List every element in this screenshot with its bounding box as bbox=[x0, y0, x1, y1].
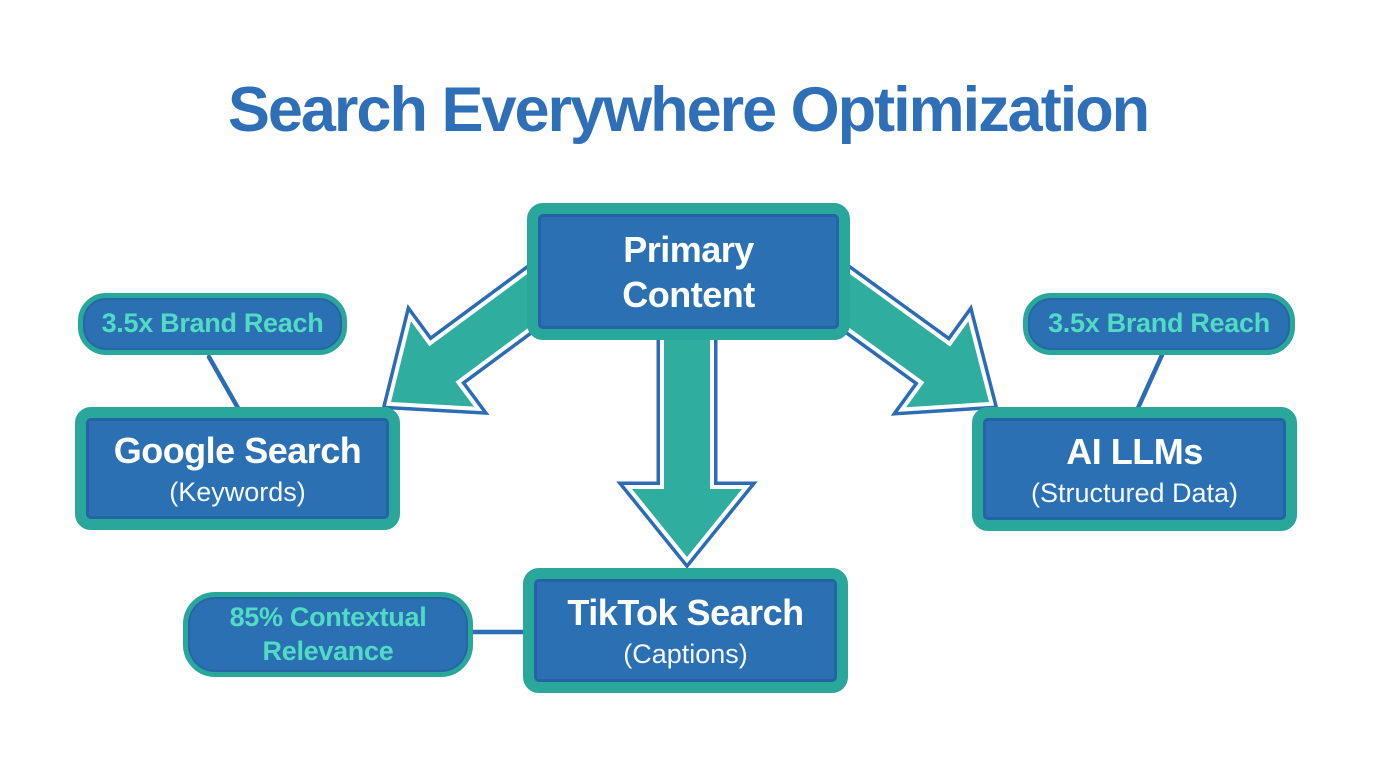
arrow-primary-to-google bbox=[391, 268, 562, 407]
node-google-search-sublabel: (Keywords) bbox=[169, 477, 306, 508]
node-primary-line2: Content bbox=[622, 273, 755, 315]
node-tiktok-search: TikTok Search (Captions) bbox=[523, 568, 848, 693]
arrow-primary-to-tiktok bbox=[632, 328, 742, 557]
badge-brand-reach-right: 3.5x Brand Reach bbox=[1023, 293, 1295, 355]
badge-contextual-relevance-line2: Relevance bbox=[262, 635, 394, 666]
node-google-search-label: Google Search bbox=[113, 430, 362, 472]
node-ai-llms: AI LLMs (Structured Data) bbox=[972, 407, 1297, 531]
badge-connector-google_reach bbox=[206, 354, 241, 411]
badge-contextual-relevance-line1: 85% Contextual bbox=[229, 601, 427, 632]
badge-brand-reach-left-text: 3.5x Brand Reach bbox=[101, 308, 324, 339]
node-ai-llms-label: AI LLMs bbox=[1066, 430, 1203, 472]
node-primary-content-label: Primary Content bbox=[622, 227, 755, 317]
badge-connector-ai_reach bbox=[1135, 352, 1165, 411]
node-ai-llms-sublabel: (Structured Data) bbox=[1030, 477, 1239, 508]
node-primary-line1: Primary bbox=[623, 228, 754, 270]
node-tiktok-search-label: TikTok Search bbox=[567, 592, 804, 634]
badge-brand-reach-left: 3.5x Brand Reach bbox=[78, 293, 347, 355]
node-primary-content: Primary Content bbox=[527, 203, 850, 340]
arrow-primary-to-ai bbox=[816, 268, 989, 408]
node-google-search: Google Search (Keywords) bbox=[75, 407, 400, 530]
badge-brand-reach-right-text: 3.5x Brand Reach bbox=[1048, 308, 1270, 339]
page-title: Search Everywhere Optimization bbox=[227, 75, 1150, 145]
node-tiktok-search-sublabel: (Captions) bbox=[623, 639, 748, 670]
badge-contextual-relevance: 85% Contextual Relevance bbox=[183, 592, 473, 677]
